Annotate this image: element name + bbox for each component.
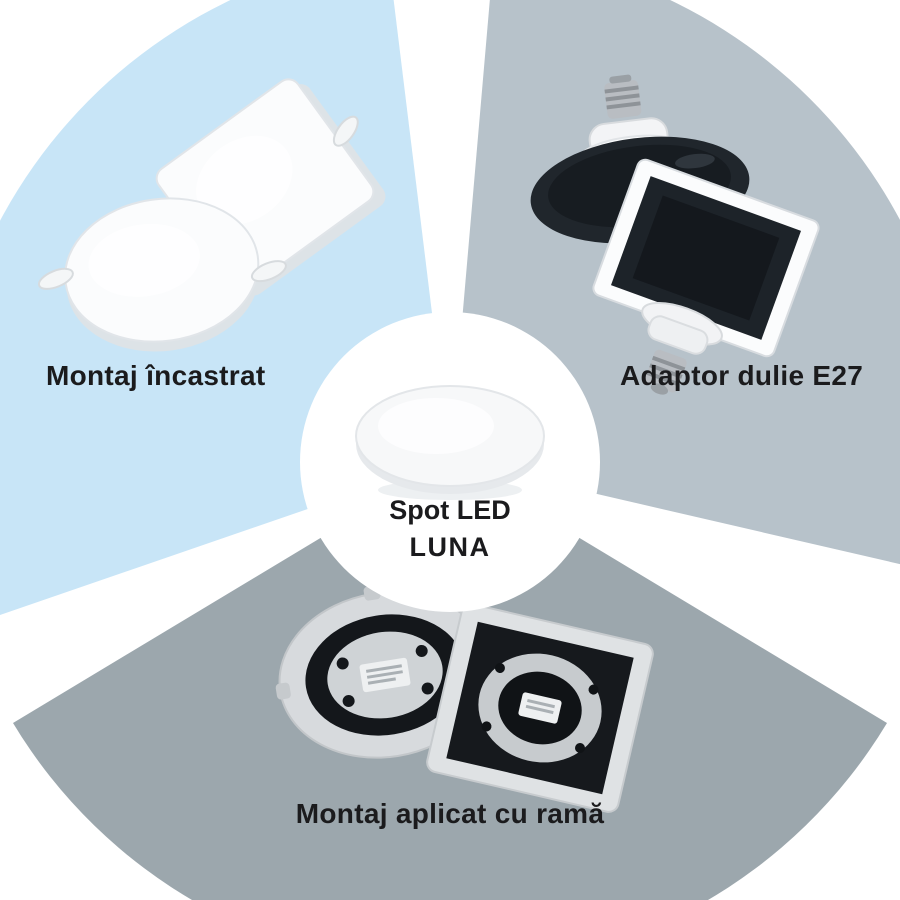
e27-screw-bottom-icon (645, 349, 687, 395)
e27-screw-top-icon (604, 74, 642, 119)
product-title-line2: LUNA (409, 532, 491, 562)
center-product-illustration (355, 385, 545, 500)
label-recessed-mount: Montaj încastrat (46, 360, 266, 391)
product-title: Spot LED LUNA (389, 492, 511, 566)
recessed-round-panel-illustration (37, 197, 287, 352)
label-e27-adapter: Adaptor dulie E27 (620, 360, 864, 391)
adapter-square-illustration (592, 158, 820, 395)
product-title-line1: Spot LED (389, 495, 511, 525)
label-surface-mount: Montaj aplicat cu ramă (295, 798, 605, 829)
surface-square-frame-illustration (426, 603, 654, 813)
